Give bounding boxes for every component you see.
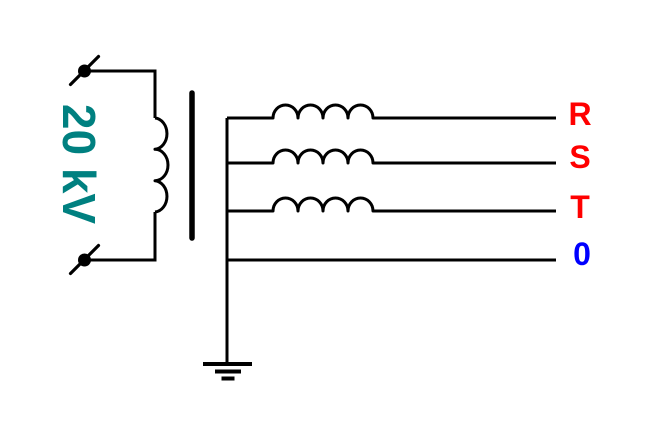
phase-line-s bbox=[227, 148, 556, 165]
terminal-slash-icon bbox=[68, 243, 101, 276]
primary-bottom-wire bbox=[84, 212, 157, 262]
phase-label-r: R bbox=[568, 96, 591, 132]
ground-symbol-icon bbox=[203, 362, 252, 381]
phase-label-t: T bbox=[570, 189, 590, 225]
source-terminal-bottom bbox=[68, 243, 101, 276]
phase-line-t bbox=[227, 196, 556, 213]
voltage-label: 20 kV bbox=[53, 104, 105, 225]
primary-top-wire bbox=[84, 69, 157, 118]
primary-winding-coil bbox=[153, 116, 170, 214]
phase-label-s: S bbox=[569, 139, 590, 175]
neutral-label: 0 bbox=[573, 236, 591, 272]
phase-line-r bbox=[227, 103, 556, 120]
